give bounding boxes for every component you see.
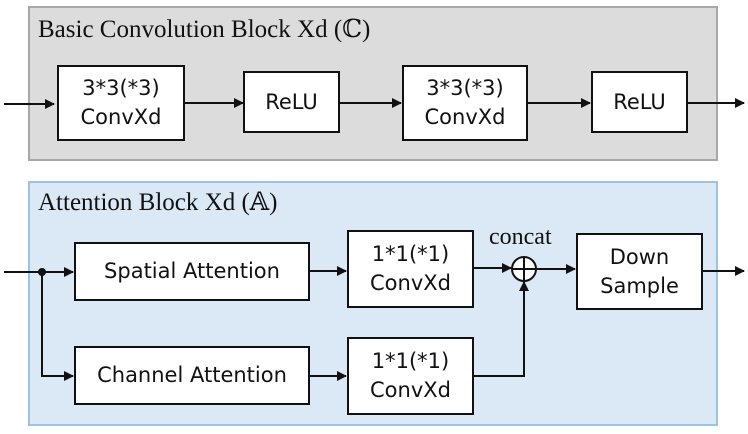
spatial-attention-label: Spatial Attention xyxy=(104,259,280,283)
concat-label: concat xyxy=(489,224,552,250)
spatial-attention-node: Spatial Attention xyxy=(74,242,310,301)
conv-top-node: 1*1(*1) ConvXd xyxy=(347,230,474,308)
relu-node-1-label: ReLU xyxy=(265,89,318,114)
conv-node-1-label: 3*3(*3) ConvXd xyxy=(80,76,162,129)
relu-node-1: ReLU xyxy=(243,71,340,133)
down-sample-label: Down Sample xyxy=(600,244,679,298)
relu-node-2: ReLU xyxy=(591,71,688,133)
conv-node-2: 3*3(*3) ConvXd xyxy=(402,65,528,141)
conv-bottom-node: 1*1(*1) ConvXd xyxy=(347,337,474,415)
arrow-split-to-channel xyxy=(41,272,74,381)
conv-node-1: 3*3(*3) ConvXd xyxy=(57,65,185,141)
arrow-conv-bottom-to-concat xyxy=(474,281,529,377)
conv-block-title: Basic Convolution Block Xd (ℂ) xyxy=(38,16,371,43)
conv-node-2-label: 3*3(*3) ConvXd xyxy=(424,76,506,129)
conv-bottom-label: 1*1(*1) ConvXd xyxy=(370,349,451,402)
channel-attention-node: Channel Attention xyxy=(74,346,310,405)
conv-top-label: 1*1(*1) ConvXd xyxy=(370,242,451,295)
channel-attention-label: Channel Attention xyxy=(97,363,287,387)
down-sample-node: Down Sample xyxy=(576,233,703,310)
attention-block-title: Attention Block Xd (𝔸) xyxy=(38,189,278,216)
relu-node-2-label: ReLU xyxy=(613,89,666,114)
split-junction-dot xyxy=(38,268,46,276)
